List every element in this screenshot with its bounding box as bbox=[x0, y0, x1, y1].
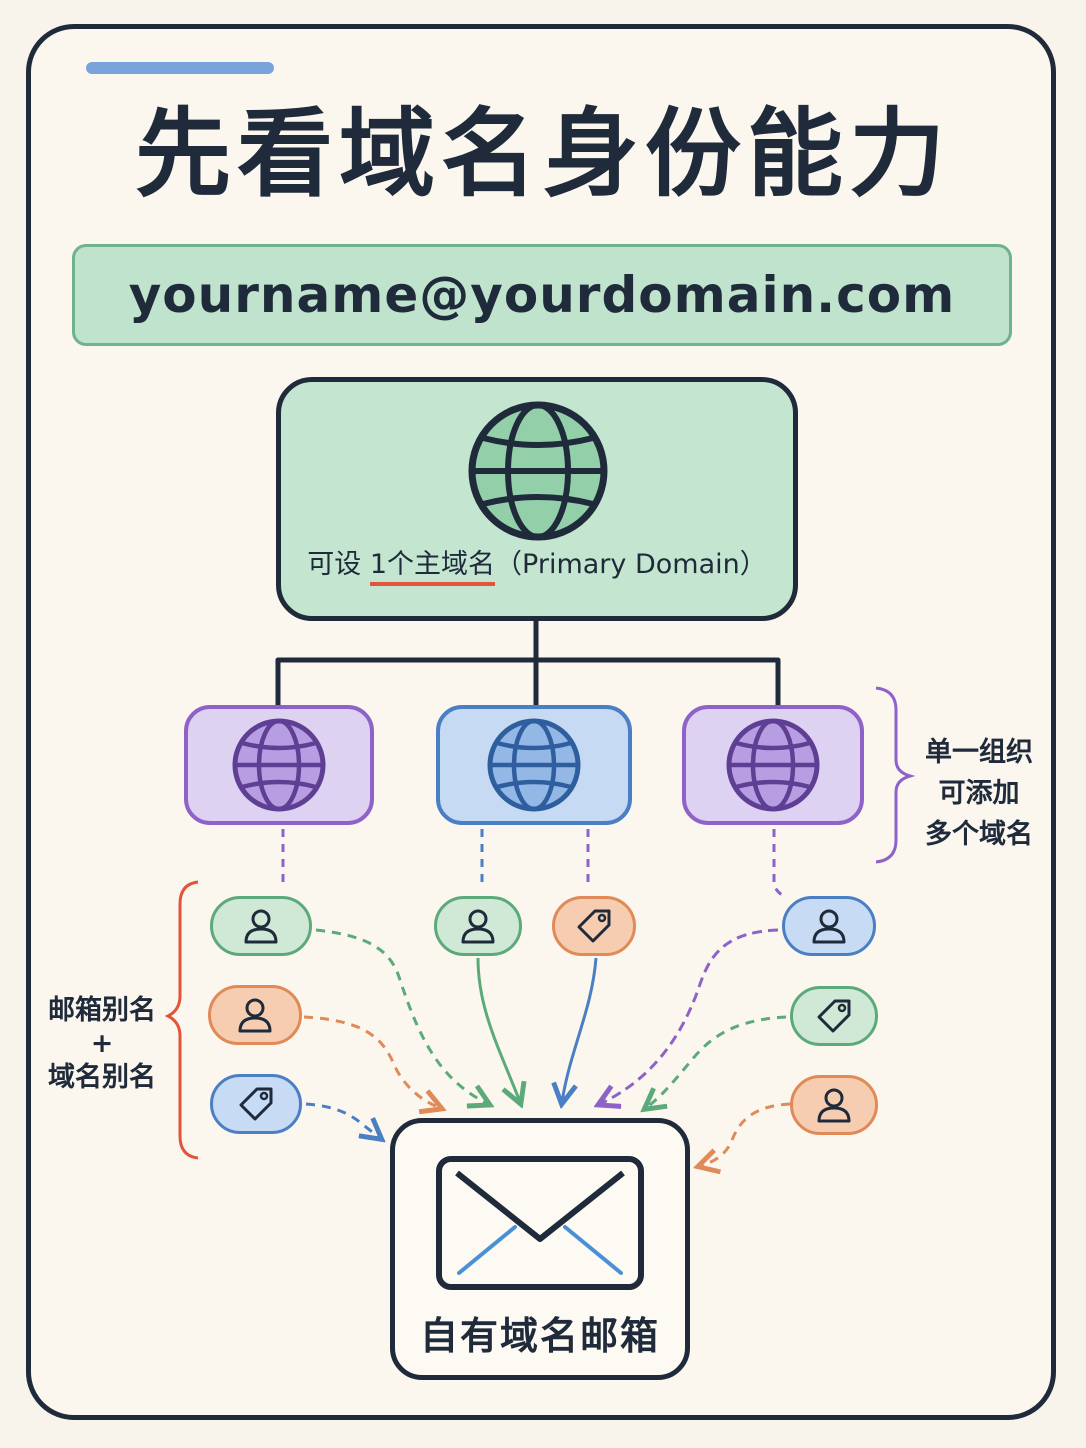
domain-box-1 bbox=[184, 705, 374, 825]
aliases-note-line: 邮箱别名 bbox=[48, 995, 156, 1026]
email-example-banner: yourname@yourdomain.com bbox=[72, 244, 1012, 346]
aliases-note: 邮箱别名 + 域名别名 bbox=[38, 990, 166, 1098]
domain-tree-lines bbox=[275, 621, 781, 705]
domains-note: 单一组织 可添加 多个域名 bbox=[914, 732, 1044, 855]
tag-icon bbox=[817, 999, 851, 1033]
primary-domain-prefix: 可设 bbox=[307, 549, 370, 580]
aliases-note-line: + bbox=[90, 1028, 114, 1059]
domains-bracket bbox=[875, 686, 916, 864]
domain-box-3 bbox=[682, 705, 864, 825]
globe-icon bbox=[467, 400, 609, 542]
envelope-icon bbox=[436, 1156, 644, 1290]
domain-box-2 bbox=[436, 705, 632, 825]
primary-domain-box: 可设 1个主域名（Primary Domain） bbox=[276, 377, 798, 621]
user-icon bbox=[812, 909, 846, 944]
globe-icon bbox=[487, 718, 581, 812]
mailbox-label: 自有域名邮箱 bbox=[419, 1314, 660, 1358]
aliases-bracket bbox=[164, 880, 199, 1160]
domains-note-line: 单一组织 bbox=[925, 737, 1033, 768]
mailbox-alias-pill bbox=[434, 896, 522, 956]
mailbox-alias-pill bbox=[790, 1075, 878, 1135]
domains-note-line: 可添加 bbox=[938, 778, 1020, 809]
domain-alias-pill bbox=[210, 1074, 302, 1134]
domains-note-line: 多个域名 bbox=[925, 819, 1033, 850]
mailbox-alias-pill bbox=[210, 896, 312, 956]
accent-bar bbox=[86, 62, 274, 74]
domain-alias-pill bbox=[790, 986, 878, 1046]
tag-icon bbox=[577, 909, 611, 943]
page-title: 先看域名身份能力 bbox=[135, 98, 951, 210]
primary-domain-label: 可设 1个主域名（Primary Domain） bbox=[281, 542, 793, 586]
domain-alias-pill bbox=[552, 896, 636, 956]
primary-domain-highlight: 1个主域名 bbox=[369, 549, 496, 586]
custom-domain-mailbox: 自有域名邮箱 bbox=[390, 1118, 690, 1380]
globe-icon bbox=[232, 718, 326, 812]
domain-alias-drops bbox=[281, 829, 785, 898]
globe-icon bbox=[726, 718, 820, 812]
alias-arrows bbox=[303, 928, 791, 1166]
user-icon bbox=[817, 1088, 851, 1123]
mailbox-alias-pill bbox=[782, 896, 876, 956]
primary-domain-suffix: （Primary Domain） bbox=[495, 549, 767, 580]
mailbox-alias-pill bbox=[208, 985, 302, 1045]
user-icon bbox=[461, 909, 495, 944]
user-icon bbox=[238, 998, 272, 1033]
tag-icon bbox=[239, 1087, 273, 1121]
aliases-note-line: 域名别名 bbox=[48, 1062, 156, 1093]
user-icon bbox=[244, 909, 278, 944]
